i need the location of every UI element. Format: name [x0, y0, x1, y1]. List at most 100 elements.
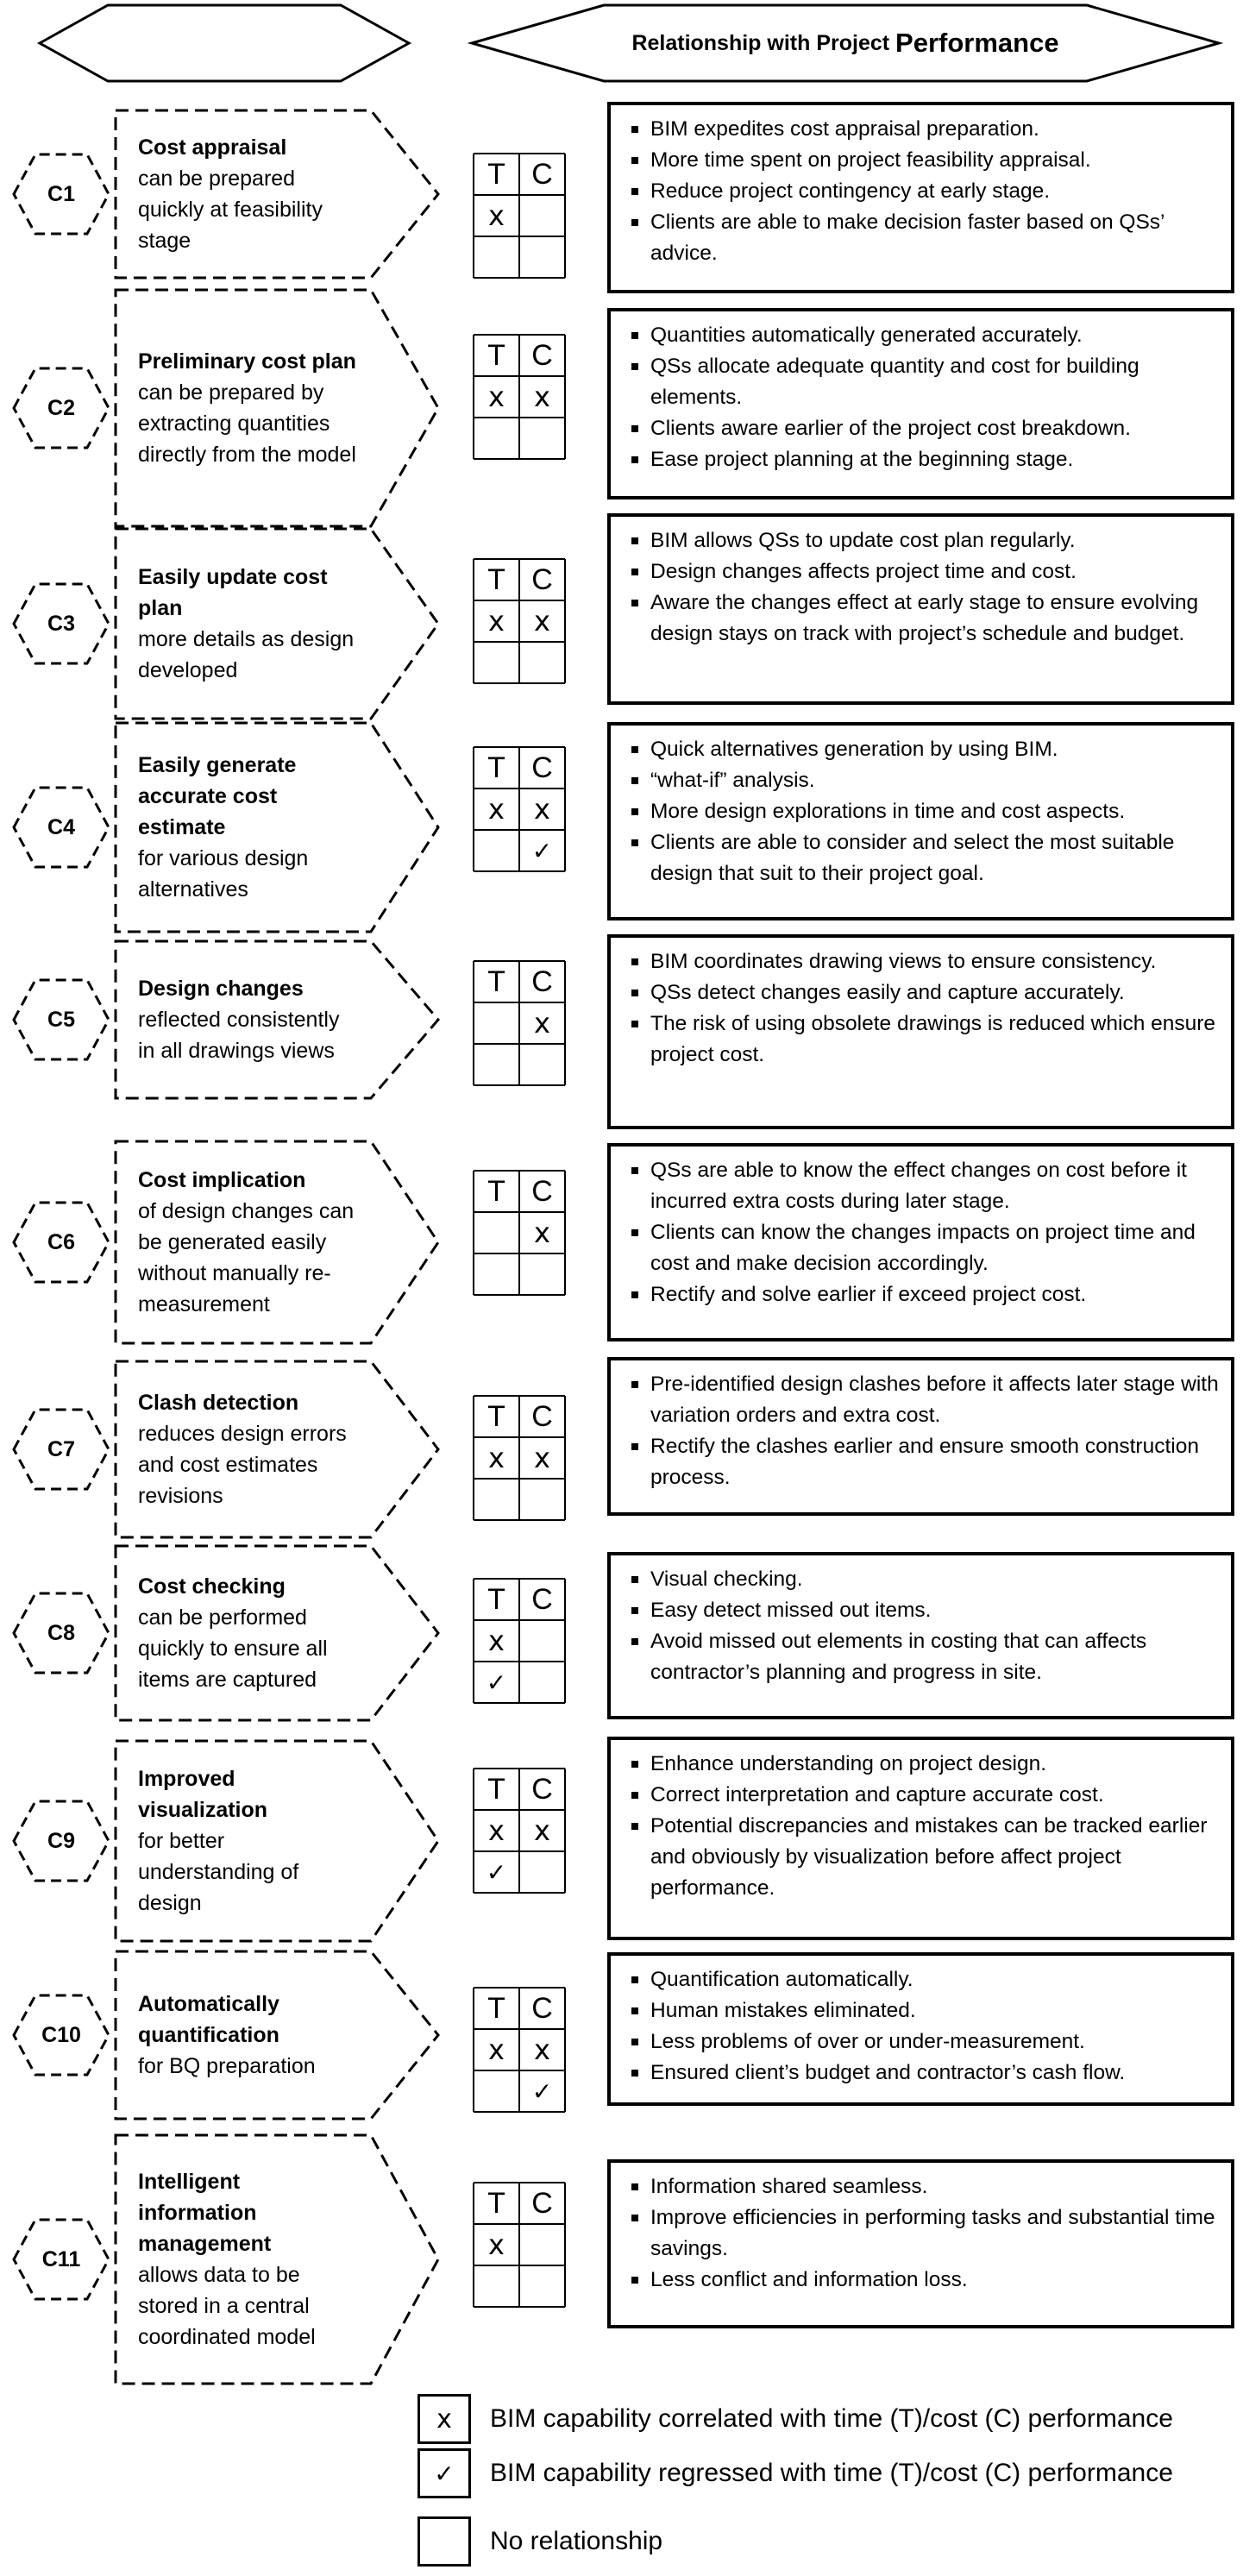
capability-title-bold: information — [138, 2201, 257, 2225]
relationship-point: Ease project planning at the beginning s… — [630, 444, 1219, 475]
empty-cell — [519, 642, 565, 683]
empty-cell — [474, 1212, 519, 1253]
relationship-box: Quantification automatically.Human mista… — [607, 1952, 1234, 2106]
capability-title-bold: accurate cost — [138, 784, 278, 808]
capability-title-bold: Clash detection — [138, 1391, 299, 1415]
capability-title-desc: for better — [138, 1829, 225, 1853]
capability-shape — [114, 1140, 440, 1345]
legend-correlated-box: x — [417, 2394, 471, 2444]
capability-id-hexagon — [12, 367, 110, 449]
correlated-mark: x — [534, 1814, 550, 1847]
time-header: T — [487, 964, 505, 998]
empty-cell — [474, 1479, 519, 1520]
relationship-point: QSs allocate adequate quantity and cost … — [630, 351, 1219, 413]
capability-shape — [114, 939, 440, 1100]
empty-cell — [519, 1662, 565, 1703]
regressed-mark: ✓ — [486, 1668, 507, 1697]
capability-id: C3 — [47, 611, 75, 636]
capability-id: C7 — [47, 1436, 75, 1461]
capability-shape — [114, 1544, 440, 1722]
relationship-point: Avoid missed out elements in costing tha… — [630, 1626, 1219, 1688]
relationship-point: Improve efficiencies in performing tasks… — [630, 2202, 1219, 2265]
capability-title-bold: Preliminary cost plan — [138, 349, 356, 374]
capability-title-desc: reduces design errors — [138, 1422, 347, 1446]
capability-title: Design changes reflected consistently in a… — [138, 973, 431, 1066]
capability-id-hexagon — [12, 978, 110, 1061]
capability-title-desc: coordinated model — [138, 2325, 316, 2349]
relationship-point: Clients are able to consider and select … — [630, 827, 1219, 889]
capability-title-desc: without manually re- — [138, 1261, 331, 1285]
relationship-point: Quantities automatically generated accur… — [630, 320, 1219, 351]
correlated-mark: x — [488, 199, 505, 232]
empty-cell — [474, 1253, 519, 1295]
capability-title-desc: for BQ preparation — [138, 2054, 316, 2078]
capability-title-bold: Cost checking — [138, 1574, 286, 1599]
relationship-box: Enhance understanding on project design.… — [607, 1737, 1234, 1940]
relationship-list: Pre-identified design clashes before it … — [630, 1369, 1219, 1493]
relationship-list: Quick alternatives generation by using B… — [630, 734, 1219, 889]
correlated-mark: x — [534, 1007, 550, 1040]
capability-title-desc: stage — [138, 229, 191, 253]
relationship-point: BIM coordinates drawing views to ensure … — [630, 946, 1219, 977]
relationship-point: Information shared seamless. — [630, 2171, 1219, 2202]
legend-regressed-box: ✓ — [417, 2448, 471, 2498]
correlated-mark: x — [488, 793, 505, 826]
relationship-list: Quantities automatically generated accur… — [630, 320, 1219, 475]
capability-title-desc: items are captured — [138, 1668, 317, 1692]
relationship-point: QSs detect changes easily and capture ac… — [630, 977, 1219, 1008]
empty-cell — [519, 1479, 565, 1520]
relationship-point: Design changes affects project time and … — [630, 556, 1219, 587]
capability-title-desc: understanding of — [138, 1860, 299, 1884]
correlated-mark: x — [488, 1814, 505, 1847]
relationship-point: Less conflict and information loss. — [630, 2265, 1219, 2296]
empty-cell — [474, 642, 519, 683]
capability-shape — [114, 1739, 440, 1943]
correlated-mark: x — [534, 1216, 550, 1249]
capability-title-desc: reflected consistently — [138, 1008, 340, 1032]
time-header: T — [487, 1174, 505, 1208]
relationship-box: BIM coordinates drawing views to ensure … — [607, 934, 1234, 1129]
correlated-mark: x — [534, 605, 550, 638]
relationship-list: QSs are able to know the effect changes … — [630, 1155, 1219, 1310]
correlated-mark: x — [488, 1624, 505, 1657]
capability-title-bold: Design changes — [138, 977, 304, 1001]
time-header: T — [487, 1582, 505, 1616]
empty-cell — [519, 418, 565, 459]
relationship-point: Reduce project contingency at early stag… — [630, 176, 1219, 207]
capability-title-desc: extracting quantities — [138, 412, 330, 436]
empty-cell — [474, 830, 519, 871]
relationship-list: BIM coordinates drawing views to ensure … — [630, 946, 1219, 1071]
correlated-mark: x — [488, 2228, 505, 2261]
relationship-box: QSs are able to know the effect changes … — [607, 1143, 1234, 1341]
capability-shape — [114, 527, 440, 720]
correlated-mark: x — [534, 1442, 550, 1474]
capability-title-desc: more details as design — [138, 627, 355, 651]
capability-id: C2 — [47, 395, 75, 420]
time-header: T — [487, 562, 505, 596]
legend-empty-box — [417, 2516, 471, 2567]
relationship-box: Visual checking.Easy detect missed out i… — [607, 1552, 1234, 1719]
relationship-point: Clients can know the changes impacts on … — [630, 1217, 1219, 1279]
capability-title-desc: alternatives — [138, 877, 248, 902]
capability-title-bold: management — [138, 2232, 272, 2256]
capability-title-desc: in all drawings views — [138, 1039, 335, 1063]
time-header: T — [487, 2186, 505, 2220]
relationship-point: “what-if” analysis. — [630, 765, 1219, 796]
cost-header: C — [531, 1399, 553, 1433]
header-left-shape — [36, 3, 412, 83]
capability-id-hexagon — [12, 1592, 110, 1674]
correlated-mark: x — [534, 2033, 550, 2066]
capability-id: C10 — [41, 2022, 81, 2047]
capability-title-bold: Cost implication — [138, 1168, 306, 1192]
cost-header: C — [531, 751, 553, 784]
capability-shape — [114, 288, 440, 528]
capability-shape — [114, 2133, 440, 2385]
capability-title-desc: design — [138, 1891, 202, 1915]
correlated-mark: x — [488, 380, 505, 413]
capability-title-desc: of design changes can — [138, 1199, 355, 1223]
capability-title-desc: allows data to be — [138, 2263, 300, 2287]
